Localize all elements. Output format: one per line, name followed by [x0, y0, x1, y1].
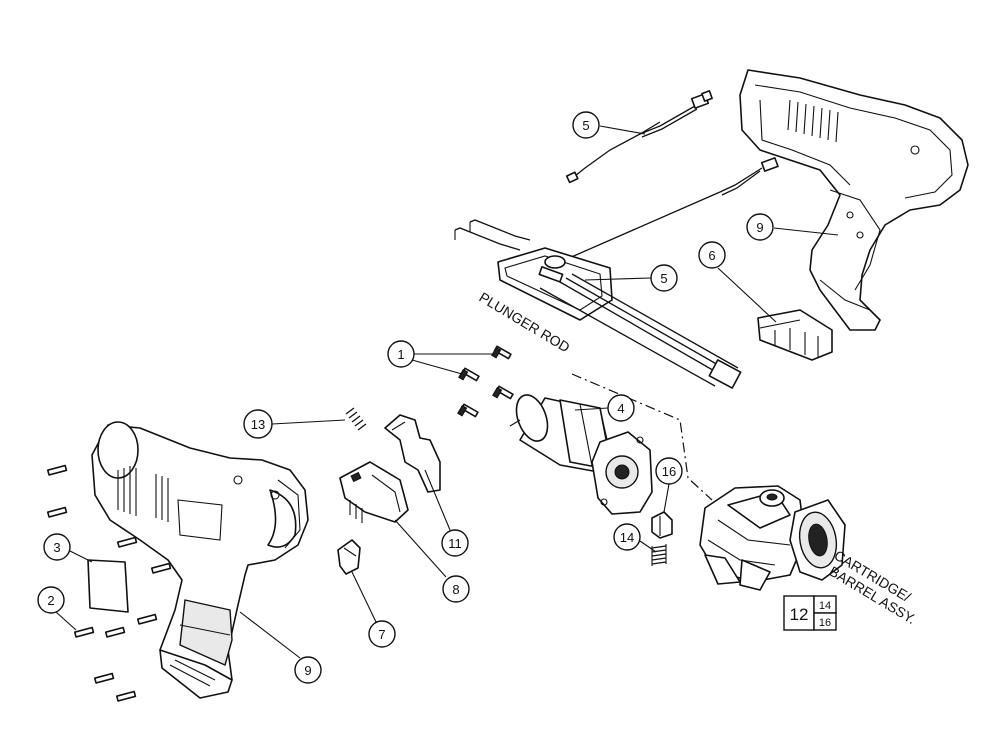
screws-1	[457, 345, 514, 418]
wire-harness-upper	[565, 90, 713, 184]
housing-vents	[117, 466, 169, 522]
left-housing-half	[91, 421, 309, 699]
terminal-block	[757, 309, 833, 361]
svg-text:14: 14	[620, 530, 634, 545]
callout-16: 16	[655, 457, 683, 485]
assembly-dash-line	[571, 373, 713, 501]
wire-harness-lower	[559, 157, 779, 263]
callout-9-upper: 9	[746, 213, 774, 241]
right-housing-half	[739, 69, 969, 331]
spring-14	[651, 544, 667, 566]
callout-4: 4	[607, 394, 635, 422]
spring-13	[345, 407, 367, 431]
svg-text:9: 9	[304, 663, 311, 678]
motor	[509, 394, 653, 515]
svg-text:2: 2	[47, 593, 54, 608]
svg-text:4: 4	[617, 401, 624, 416]
svg-text:3: 3	[53, 540, 60, 555]
svg-text:13: 13	[251, 417, 265, 432]
plunger-rods	[539, 273, 742, 389]
screws-left	[46, 464, 172, 702]
assembly-box-bottom: 16	[819, 617, 831, 629]
assembly-number-box: 12 14 16	[783, 595, 837, 631]
svg-text:5: 5	[582, 118, 589, 133]
svg-text:1: 1	[397, 347, 404, 362]
callout-13: 13	[243, 409, 273, 439]
callout-14: 14	[613, 523, 641, 551]
callout-8: 8	[442, 575, 470, 603]
svg-text:7: 7	[378, 627, 385, 642]
svg-text:11: 11	[448, 536, 462, 551]
callout-6: 6	[698, 241, 726, 269]
callout-2: 2	[37, 586, 65, 614]
callout-7: 7	[368, 620, 396, 648]
svg-text:16: 16	[662, 464, 676, 479]
assembly-box-top: 14	[819, 600, 831, 612]
switch-8	[339, 461, 409, 523]
cartridge-barrel-assembly	[699, 485, 846, 591]
callout-11: 11	[441, 529, 469, 557]
label-3	[87, 559, 129, 613]
svg-text:6: 6	[708, 248, 715, 263]
callout-9-lower: 9	[294, 656, 322, 684]
svg-text:8: 8	[452, 582, 459, 597]
callout-5-lower: 5	[650, 264, 678, 292]
assembly-box-main: 12	[790, 605, 809, 624]
vent-slots	[787, 99, 839, 143]
callout-3: 3	[43, 533, 71, 561]
svg-text:5: 5	[660, 271, 667, 286]
svg-text:9: 9	[756, 220, 763, 235]
part-16-block	[651, 511, 673, 539]
callout-1: 1	[387, 340, 415, 368]
lock-7	[337, 539, 361, 575]
plunger-rod-board-assembly	[454, 219, 742, 389]
callout-5-upper: 5	[572, 111, 600, 139]
